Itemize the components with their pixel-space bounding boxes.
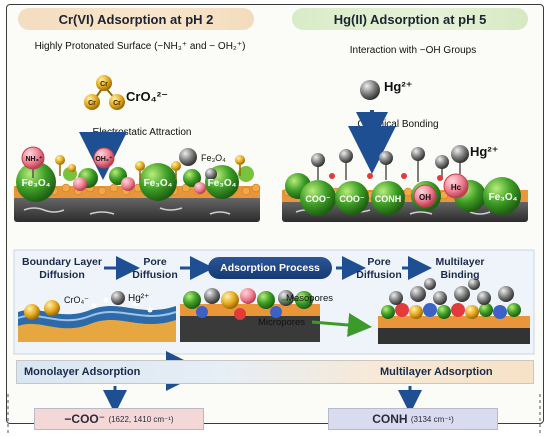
- micropores-label: Micropores: [258, 317, 305, 328]
- step-pore-diffusion-2: Pore Diffusion: [356, 256, 402, 281]
- nh3-group-label: NH₃⁺: [25, 156, 43, 163]
- coo-group-label: COO⁻: [305, 194, 331, 204]
- oh-group-label: OH: [419, 193, 431, 202]
- coo-peak-box: −COO⁻ (1622, 1410 cm⁻¹): [34, 408, 204, 430]
- coo-bead: [300, 180, 336, 216]
- cr-atom-label: Cr: [113, 100, 121, 107]
- hg-ion-label: Hg²⁺: [384, 79, 413, 94]
- left-substrate: [14, 196, 260, 222]
- fe3o4-bead: [139, 163, 177, 201]
- bound-hg-ions: [311, 145, 469, 169]
- coo-group-label: COO⁻: [339, 194, 365, 204]
- conh-group-label: CONH: [374, 194, 402, 204]
- step-multilayer-binding: Multilayer Binding: [435, 256, 485, 281]
- cr-ion-cluster: [84, 75, 125, 110]
- hg-ion-label-small: Hg²⁺: [128, 293, 150, 304]
- chemical-bonding-label: Chemical Bonding: [357, 119, 439, 130]
- right-panel-title: Hg(II) Adsorption at pH 5: [292, 8, 528, 30]
- cro4-ion-label: CrO₄²⁻: [126, 89, 168, 104]
- coo-peak-wavenumbers: (1622, 1410 cm⁻¹): [108, 414, 174, 424]
- hg-ion-label-2: Hg²⁺: [470, 144, 499, 159]
- hg-ion: [360, 80, 380, 100]
- cro4-ion-label-small: CrO₄⁻: [64, 295, 89, 305]
- oh2-group-label: OH₂⁺: [95, 156, 113, 163]
- adsorption-process-pill: Adsorption Process: [208, 257, 332, 279]
- hc-group-label: Hc: [450, 183, 462, 192]
- cr-atom: [96, 75, 112, 91]
- fe3o4-particle: [179, 148, 197, 166]
- mesopores-label: Mesopores: [286, 293, 333, 304]
- step-boundary-layer-diffusion: Boundary Layer Diffusion: [22, 256, 102, 281]
- cr-atom-label: Cr: [100, 81, 108, 88]
- conh-peak-box: CONH (3134 cm⁻¹): [328, 408, 498, 430]
- fe3o4-tag-left: Fe₃O₄: [201, 153, 226, 163]
- fe3o4-label: Fe₃O₄: [207, 178, 237, 189]
- cr-atom: [24, 304, 40, 320]
- porous-block: [180, 314, 320, 342]
- conh-peak-label: CONH: [372, 412, 408, 426]
- cr-atom-label: Cr: [88, 100, 96, 107]
- monolayer-adsorption-label: Monolayer Adsorption: [24, 366, 141, 378]
- cr-atom: [109, 94, 125, 110]
- fe3o4-bead-right: [483, 177, 521, 215]
- conh-peak-wavenumbers: (3134 cm⁻¹): [410, 414, 454, 424]
- oh-group: [413, 184, 437, 208]
- left-panel-title: Cr(VI) Adsorption at pH 2: [18, 8, 254, 30]
- cr-atom: [44, 300, 60, 316]
- left-panel-subtitle: Highly Protonated Surface (−NH₃⁺ and − O…: [34, 41, 246, 52]
- fe3o4-label: Fe₃O₄: [21, 178, 51, 189]
- multilayer-adsorption-label: Multilayer Adsorption: [380, 366, 493, 378]
- fe3o4-label: Fe₃O₄: [143, 178, 173, 189]
- conh-bead: [371, 181, 405, 215]
- hg-ion: [111, 291, 125, 305]
- nh3-group: [21, 146, 45, 170]
- adsorption-mode-bar: [16, 360, 534, 384]
- cr-atom: [84, 94, 100, 110]
- electrostatic-attraction-label: Electrostatic Attraction: [92, 127, 192, 138]
- fe3o4-label-right: Fe₃O₄: [488, 192, 518, 203]
- cro4-pins: [55, 155, 245, 172]
- right-panel-subtitle: Interaction with −OH Groups: [349, 45, 477, 56]
- hc-group: [443, 173, 469, 199]
- oh2-group: [93, 147, 115, 169]
- step-pore-diffusion-1: Pore Diffusion: [132, 256, 178, 281]
- coo-bead: [335, 181, 369, 215]
- fe3o4-bead: [16, 162, 56, 202]
- coo-peak-label: −COO⁻: [64, 412, 106, 426]
